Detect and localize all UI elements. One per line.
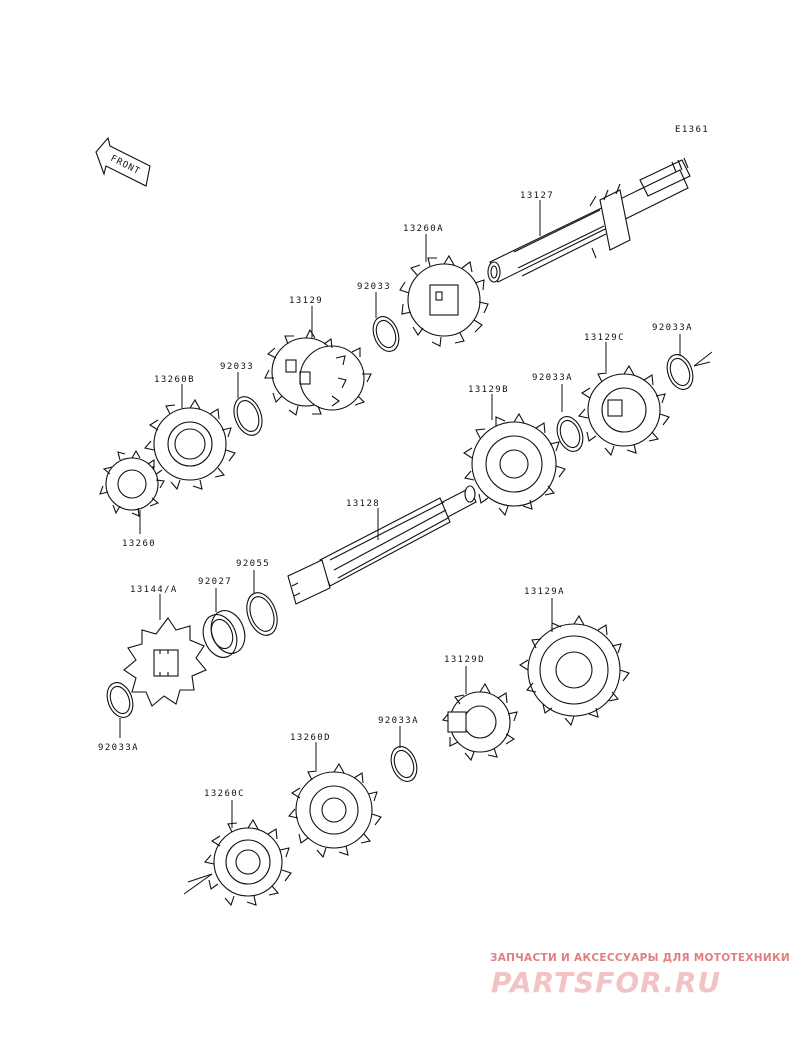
label-13260D: 13260D: [290, 733, 331, 743]
gear-13129C: [577, 342, 670, 457]
label-13129C: 13129C: [584, 333, 625, 343]
label-13129B: 13129B: [468, 385, 509, 395]
label-92033A-right: 92033A: [652, 323, 693, 333]
label-92033A-bottom: 92033A: [378, 716, 419, 726]
gear-13260D: [287, 742, 382, 859]
label-13260A: 13260A: [403, 224, 444, 234]
label-13129A: 13129A: [524, 587, 565, 597]
watermark-logo: PARTSFOR.RU: [491, 966, 722, 999]
label-13129: 13129: [289, 296, 323, 306]
gear-13260A: [399, 234, 489, 347]
label-13127: 13127: [520, 191, 554, 201]
o-ring-92055: [246, 570, 278, 636]
gear-13129B: [462, 394, 566, 517]
label-13129D: 13129D: [444, 655, 485, 665]
gear-13129A: [518, 598, 630, 727]
part-labels: 13127 13260A 92033 13129 92033 13260B 13…: [98, 191, 693, 799]
label-92033A-left: 92033A: [98, 743, 139, 753]
gear-13129D: [441, 666, 518, 762]
label-13260B: 13260B: [154, 375, 195, 385]
label-92033A-middle: 92033A: [532, 373, 573, 383]
gear-13260: [99, 449, 165, 534]
gear-13129: [264, 306, 372, 416]
label-92033-left: 92033: [220, 362, 254, 372]
label-13144A: 13144/A: [130, 585, 178, 595]
circlip-92033A-bottom: [390, 726, 418, 782]
label-92027: 92027: [198, 577, 232, 587]
circlip-92033-left: [233, 372, 263, 436]
watermark-caption: ЗАПЧАСТИ И АКСЕССУАРЫ ДЛЯ МОТОТЕХНИКИ: [490, 952, 790, 964]
label-92033-upper: 92033: [357, 282, 391, 292]
circlip-92033A-left: [106, 682, 134, 738]
circlip-92033-upper: [372, 292, 400, 352]
gear-13260C: [183, 800, 292, 907]
reference-code: E1361: [675, 125, 709, 135]
label-13128: 13128: [346, 499, 380, 509]
output-shaft-13127: [487, 157, 691, 283]
collar-92027: [202, 588, 246, 658]
circlip-92033A-right: [666, 334, 713, 390]
label-13260C: 13260C: [204, 789, 245, 799]
sprocket-13144A: [123, 594, 207, 707]
front-label: FRONT: [109, 154, 142, 177]
gear-13260B: [143, 384, 236, 491]
front-direction-arrow: FRONT: [95, 136, 151, 187]
circlip-92033A-middle: [556, 384, 584, 452]
input-shaft-13128: [287, 485, 477, 605]
label-13260: 13260: [122, 539, 156, 549]
label-92055: 92055: [236, 559, 270, 569]
